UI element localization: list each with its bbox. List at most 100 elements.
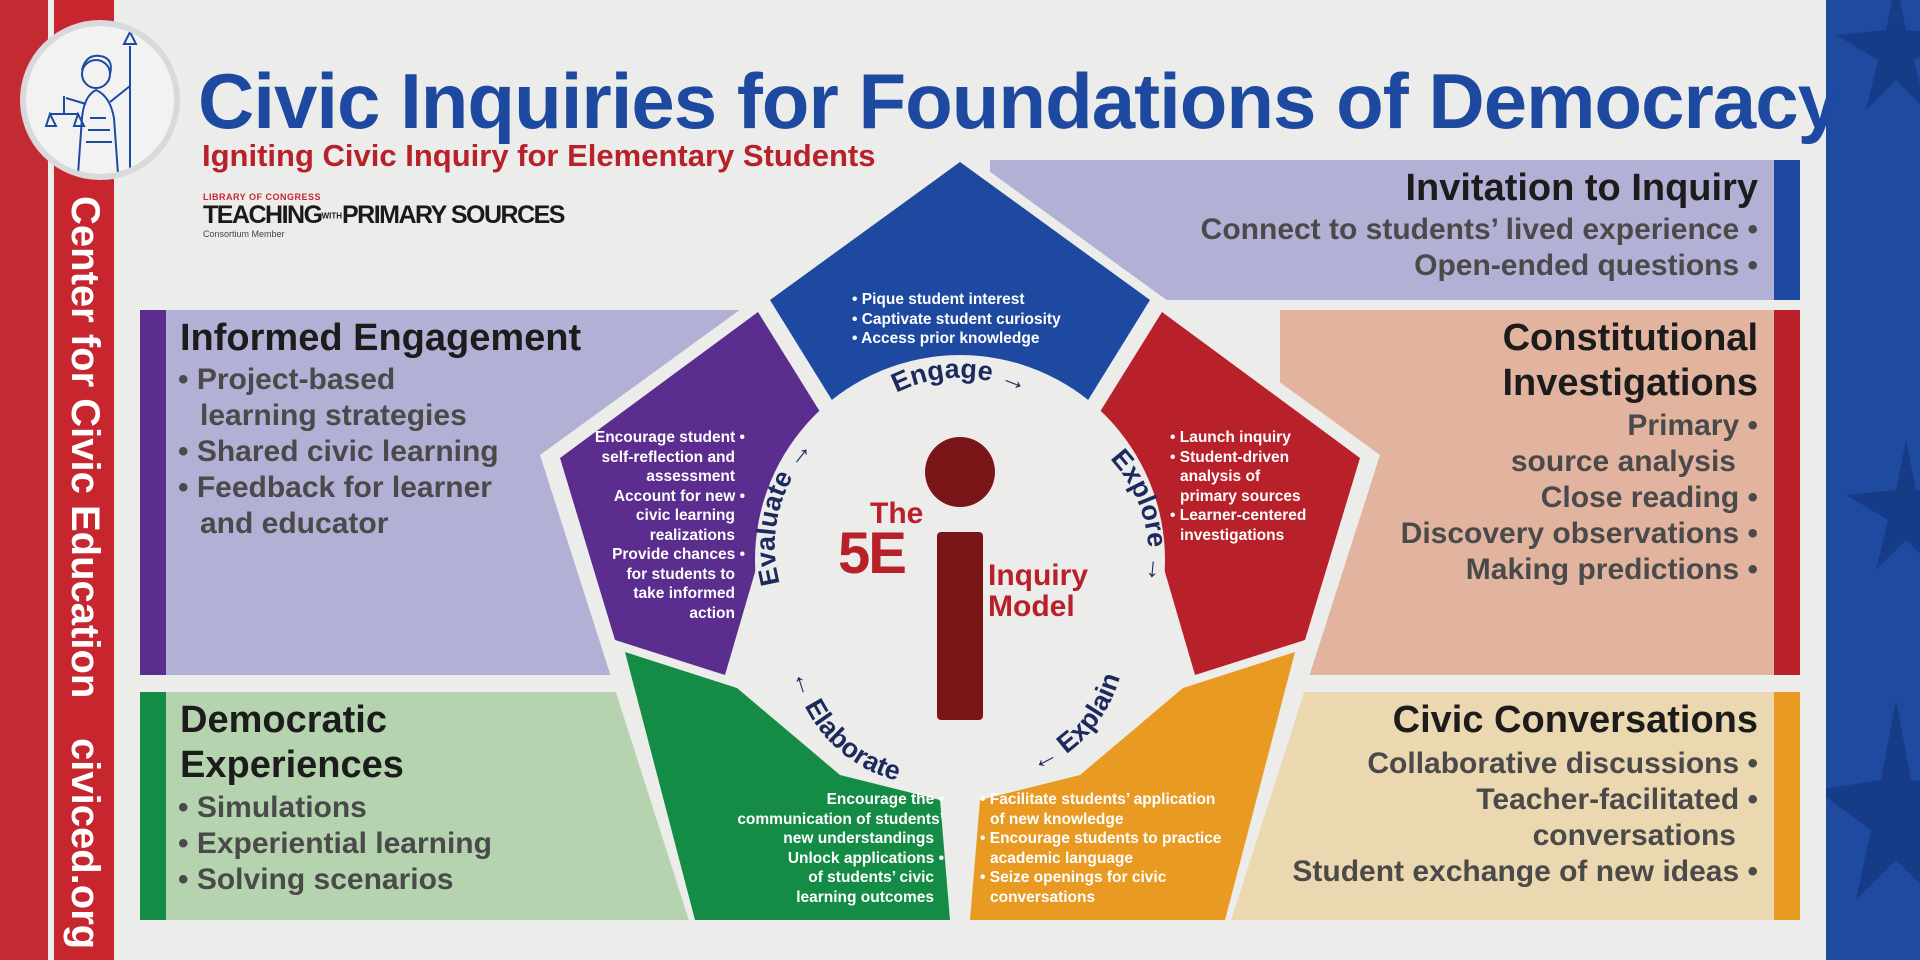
panel-accent-bar — [140, 310, 166, 675]
list-item: new understandings — [783, 830, 934, 847]
tps-logo: LIBRARY OF CONGRESS TEACHINGWITHPRIMARY … — [203, 192, 565, 240]
panel-title: Constitutional Investigations — [1503, 316, 1759, 406]
org-name: Center for Civic Education — [63, 196, 107, 699]
list-item: for students to — [626, 565, 736, 583]
list-item: academic language — [990, 849, 1134, 867]
list-item: Close reading • — [1540, 481, 1758, 514]
list-item: Unlock applications • — [787, 849, 944, 867]
engage-text: • Pique student interest • Captivate stu… — [852, 290, 1061, 349]
justice-seal-icon — [20, 20, 180, 180]
list-item: Connect to students’ lived experience • — [1200, 213, 1758, 246]
list-item: source analysis — [1510, 445, 1736, 478]
panel-list: Collaborative discussions • Teacher-faci… — [1292, 746, 1758, 890]
org-url[interactable]: civiced.org — [63, 738, 107, 950]
panel-title: Invitation to Inquiry — [1405, 167, 1758, 209]
list-item: analysis of — [1180, 468, 1261, 485]
panel-title-line: Constitutional — [1502, 317, 1758, 359]
list-item: • Solving scenarios — [178, 863, 454, 896]
vertical-sidebar-text: Center for Civic Education civiced.org — [56, 196, 114, 950]
panel-list: Primary • source analysis Close reading … — [1401, 408, 1758, 588]
list-item: • Seize openings for civic — [980, 869, 1167, 886]
evaluate-segment — [560, 312, 822, 675]
list-item: assessment — [646, 468, 735, 485]
panel-title: Civic Conversations — [1392, 699, 1758, 741]
logo-primary-sources: PRIMARY SOURCES — [342, 201, 565, 229]
explore-segment — [1098, 312, 1360, 675]
list-item: • Shared civic learning — [178, 435, 499, 468]
list-item: communication of students’ — [737, 810, 944, 828]
list-item: • Learner-centered — [1170, 507, 1307, 524]
panel-list: • Simulations • Experiential learning • … — [178, 790, 492, 898]
list-item: conversations — [1532, 819, 1736, 852]
list-item: Account for new • — [613, 487, 745, 505]
elaborate-text: Encourage the • communication of student… — [712, 790, 944, 907]
panel-title-line: Experiences — [180, 744, 404, 786]
evaluate-text: Encourage student • self-reflection and … — [580, 428, 745, 623]
list-item: learning outcomes — [796, 888, 934, 906]
list-item: of students’ civic — [808, 869, 934, 886]
logo-with: WITH — [321, 211, 342, 221]
panel-accent-bar — [1774, 692, 1800, 920]
right-blue-band — [1826, 0, 1920, 960]
list-item: • Pique student interest — [852, 291, 1025, 308]
list-item: • Feedback for learner — [178, 471, 492, 504]
list-item: • Simulations — [178, 791, 367, 824]
list-item: investigations — [1180, 526, 1285, 544]
list-item: • Launch inquiry — [1170, 429, 1291, 446]
list-item: take informed — [633, 585, 735, 602]
list-item: Provide chances • — [612, 546, 745, 563]
panel-accent-bar — [1774, 310, 1800, 675]
panel-title: Democratic Experiences — [180, 698, 404, 788]
list-item: Collaborative discussions • — [1367, 747, 1758, 780]
engage-segment — [770, 162, 1150, 405]
list-item: Making predictions • — [1465, 553, 1758, 586]
list-item: of new knowledge — [990, 810, 1124, 828]
list-item: • Access prior knowledge — [852, 330, 1040, 347]
list-item: self-reflection and — [601, 448, 736, 466]
i-dot-icon — [925, 437, 995, 507]
list-item: Open-ended questions • — [1414, 249, 1758, 282]
logo-line3: Consortium Member — [203, 229, 285, 240]
list-item: • Student-driven — [1170, 448, 1290, 466]
list-item: Encourage student • — [594, 429, 745, 446]
model-label-model: Model — [988, 590, 1075, 623]
model-label-the: The — [870, 497, 924, 530]
panel-title: Informed Engagement — [180, 317, 582, 359]
i-stem-icon — [937, 532, 983, 720]
list-item: realizations — [649, 526, 735, 544]
explore-text: • Launch inquiry • Student-driven analys… — [1170, 428, 1306, 545]
model-label-inquiry: Inquiry — [988, 559, 1089, 592]
list-item: • Experiential learning — [178, 827, 492, 860]
5e-model-diagram: Engage → Explore → ← Explain ← Elaborate… — [540, 150, 1380, 930]
panel-accent-bar — [140, 692, 166, 920]
logo-teaching: TEACHING — [203, 201, 323, 229]
list-item: Teacher-facilitated • — [1476, 783, 1758, 816]
list-item: Primary • — [1627, 409, 1758, 442]
page-title: Civic Inquiries for Foundations of Democ… — [198, 57, 1841, 145]
list-item: learning strategies — [200, 399, 467, 432]
list-item: and educator — [200, 507, 389, 540]
model-label-5e: 5E — [838, 521, 907, 586]
list-item: Student exchange of new ideas • — [1292, 855, 1758, 888]
elaborate-segment — [625, 652, 950, 920]
list-item: • Facilitate students’ application — [980, 791, 1216, 808]
model-label-inquiry-model: Inquiry Model — [988, 560, 1088, 622]
explain-segment — [970, 652, 1295, 920]
list-item: civic learning — [635, 507, 735, 524]
logo-line1: LIBRARY OF CONGRESS — [203, 192, 322, 202]
panel-title-line: Investigations — [1502, 362, 1759, 404]
panel-list: Connect to students’ lived experience • … — [1201, 212, 1758, 284]
list-item: action — [689, 604, 735, 622]
list-item: primary sources — [1180, 487, 1301, 505]
panel-accent-bar — [1774, 160, 1800, 300]
panel-title-line: Democratic — [180, 699, 387, 741]
panel-list: • Project-based learning strategies • Sh… — [178, 362, 499, 542]
list-item: • Captivate student curiosity — [852, 310, 1061, 328]
explain-text: • Facilitate students’ application of ne… — [980, 790, 1221, 907]
list-item: conversations — [990, 888, 1096, 906]
panel-civic-conversations: Civic Conversations Collaborative discus… — [1220, 692, 1800, 920]
list-item: Discovery observations • — [1400, 517, 1758, 550]
page-subtitle: Igniting Civic Inquiry for Elementary St… — [202, 138, 876, 173]
list-item: • Encourage students to practice — [980, 830, 1222, 847]
list-item: Encourage the • — [826, 791, 944, 808]
